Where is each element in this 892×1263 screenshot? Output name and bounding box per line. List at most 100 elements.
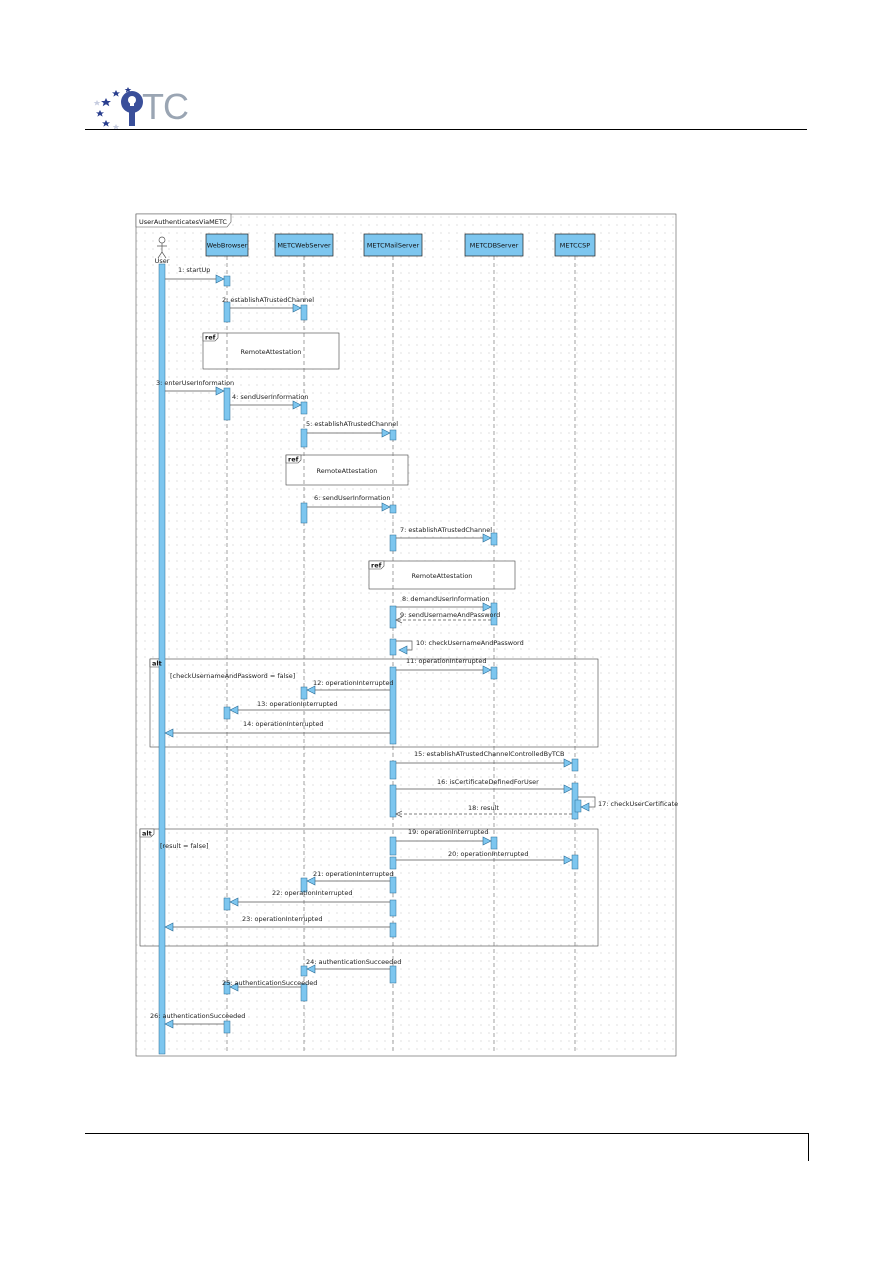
activation-box (389, 836, 397, 856)
arrowhead (292, 303, 302, 313)
message-label: 18: result (468, 804, 499, 812)
arrowhead (563, 855, 573, 865)
alt-tag-box (139, 828, 155, 838)
arrowhead (215, 274, 225, 284)
diagram-frame (135, 213, 677, 1057)
header-rule (85, 129, 807, 130)
activation-box (389, 638, 397, 656)
message-label: 10: checkUsernameAndPassword (416, 639, 524, 647)
activation-box (389, 899, 397, 917)
activation-box (300, 401, 308, 415)
alt-tag: alt (152, 660, 162, 668)
actor-body-icon (157, 243, 167, 259)
arrowhead (381, 428, 391, 438)
activation-box (389, 605, 397, 629)
message-label: 19: operationInterrupted (408, 828, 488, 836)
arrowhead (381, 502, 391, 512)
message-label: 13: operationInterrupted (257, 700, 337, 708)
activation-box (389, 760, 397, 780)
alt-guard: [result = false] (160, 842, 209, 850)
message-label: 20: operationInterrupted (448, 850, 528, 858)
arrowhead (306, 685, 316, 695)
activation-box (389, 965, 397, 984)
arrowhead (580, 802, 590, 812)
ref-tag-box (202, 332, 219, 342)
activation-box (223, 897, 231, 911)
activation-box (223, 387, 231, 421)
arrowhead (164, 922, 174, 932)
ref-frame (285, 454, 409, 486)
message-label: 21: operationInterrupted (313, 870, 393, 878)
arrowhead (563, 758, 573, 768)
lifeline-label-ccsp: METCCSP (560, 242, 591, 250)
activation-box (389, 856, 397, 870)
lifeline-head-db (464, 233, 524, 257)
footer-tick (808, 1133, 809, 1161)
diagram-title: UserAuthenticatesViaMETC (139, 218, 227, 226)
ref-label: RemoteAttestation (412, 572, 473, 580)
page-header: TC (0, 0, 892, 135)
message-label: 11: operationInterrupted (406, 657, 486, 665)
ref-frame (368, 560, 516, 590)
activation-box (300, 502, 308, 524)
alt-tag: alt (142, 830, 152, 838)
alt-fragment (149, 658, 599, 748)
arrowhead (482, 836, 492, 846)
arrowhead (306, 876, 316, 886)
activation-box (574, 799, 582, 813)
activation-box (223, 706, 231, 720)
message-label: 15: establishATrustedChannelControlledBy… (414, 750, 565, 758)
activation-box (300, 983, 308, 1002)
activation-box (300, 304, 308, 321)
arrowhead (395, 616, 403, 624)
message-label: 23: operationInterrupted (242, 915, 322, 923)
activation-box (571, 758, 579, 772)
activation-box (300, 877, 308, 893)
activation-box (389, 784, 397, 818)
itc-logo (93, 87, 143, 130)
activation-box (223, 301, 231, 323)
activation-box (490, 666, 498, 680)
message-label: 12: operationInterrupted (313, 679, 393, 687)
message-label: 5: establishATrustedChannel (306, 420, 398, 428)
message-label: 26: authenticationSucceeded (150, 1012, 245, 1020)
message-label: 2: establishATrustedChannel (222, 296, 314, 304)
message-label: 25: authenticationSucceeded (222, 979, 317, 987)
arrowhead (395, 810, 403, 818)
ref-label: RemoteAttestation (241, 348, 302, 356)
lifeline-label-web: METCWebServer (277, 242, 331, 250)
arrowhead (563, 784, 573, 794)
actor-head-icon (158, 236, 166, 244)
lifeline-head-ccsp (554, 233, 596, 257)
message-label: 24: authenticationSucceeded (306, 958, 401, 966)
arrowhead (292, 400, 302, 410)
activation-box (490, 836, 498, 850)
ref-tag: ref (371, 562, 382, 570)
message-label: 22: operationInterrupted (272, 889, 352, 897)
activation-box (490, 602, 498, 626)
activation-box (223, 275, 231, 287)
message-label: 17: checkUserCertificate (598, 800, 678, 808)
ref-tag: ref (288, 456, 299, 464)
arrowhead (482, 602, 492, 612)
ref-frame (202, 332, 340, 370)
lifeline-label-browser: WebBrowser (207, 242, 248, 250)
arrowhead (482, 665, 492, 675)
arrowhead (306, 964, 316, 974)
diagram-title-tab (135, 213, 232, 228)
logo-text: TC (142, 86, 189, 127)
ref-label: RemoteAttestation (317, 467, 378, 475)
lifeline-head-browser (205, 233, 249, 257)
footer-rule (85, 1133, 809, 1134)
activation-box (223, 1020, 231, 1034)
message-label: 16: isCertificateDefinedForUser (437, 778, 539, 786)
activation-box (389, 429, 397, 441)
activation-box (389, 666, 397, 745)
activation-box (571, 854, 579, 870)
activation-box (389, 504, 397, 514)
lifeline-head-mail (363, 233, 423, 257)
message-label: 8: demandUserInformation (402, 595, 490, 603)
arrowhead (229, 982, 239, 992)
arrowhead (164, 728, 174, 738)
